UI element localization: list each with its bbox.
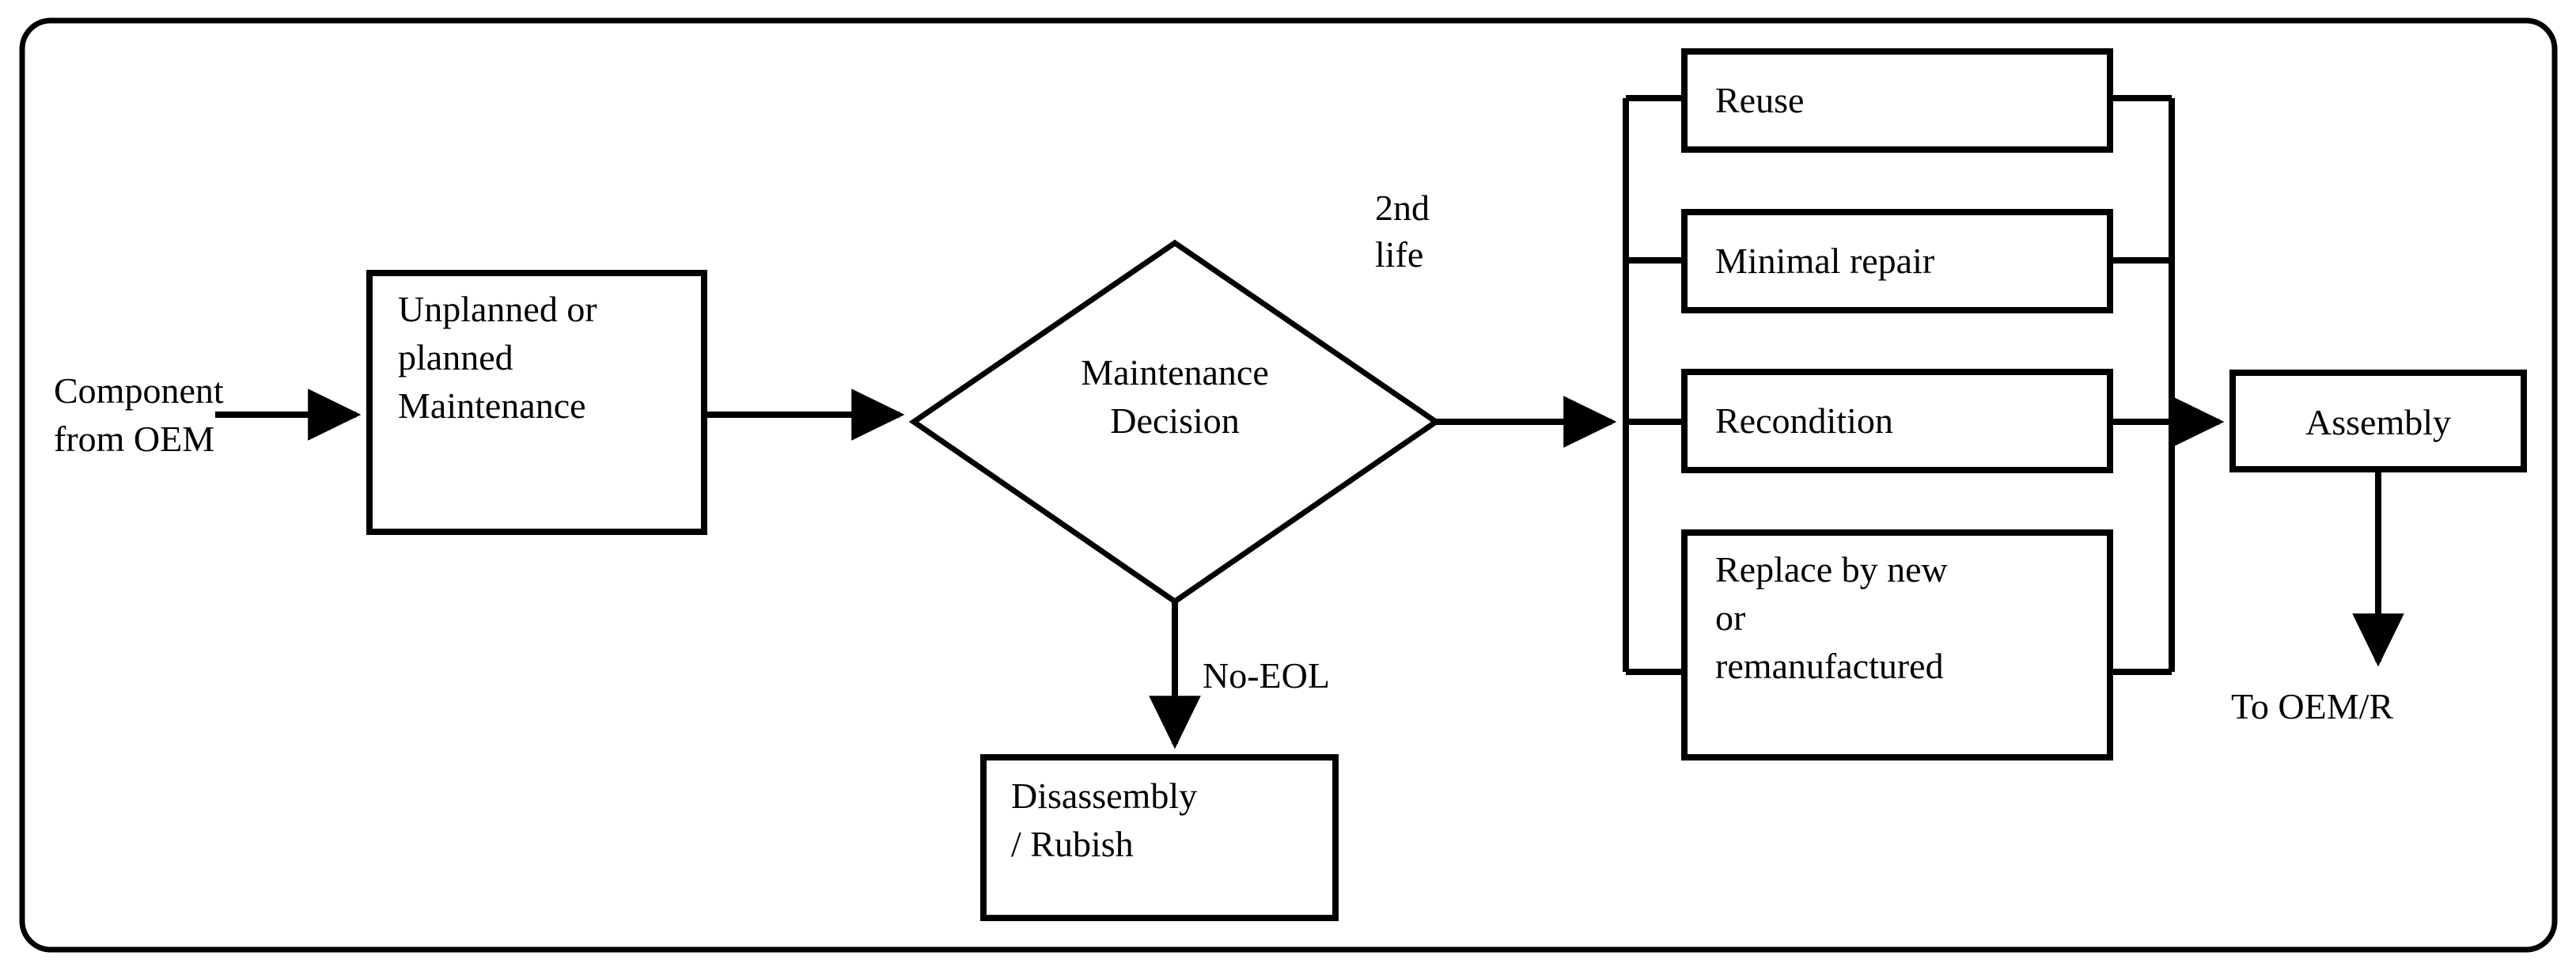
label-edge-no-eol: No-EOL [1203, 655, 1330, 696]
node-option-box-reuse [1681, 48, 2113, 153]
node-option-box-minimal-repair [1681, 209, 2113, 313]
node-maintenance-box [366, 270, 707, 535]
node-disassembly-box [980, 754, 1339, 921]
node-option-box-replace [1681, 529, 2113, 760]
node-option-box-recondition [1681, 369, 2113, 473]
node-assembly-box [2229, 370, 2527, 472]
label-edge-second-life: 2nd life [1375, 188, 1430, 275]
